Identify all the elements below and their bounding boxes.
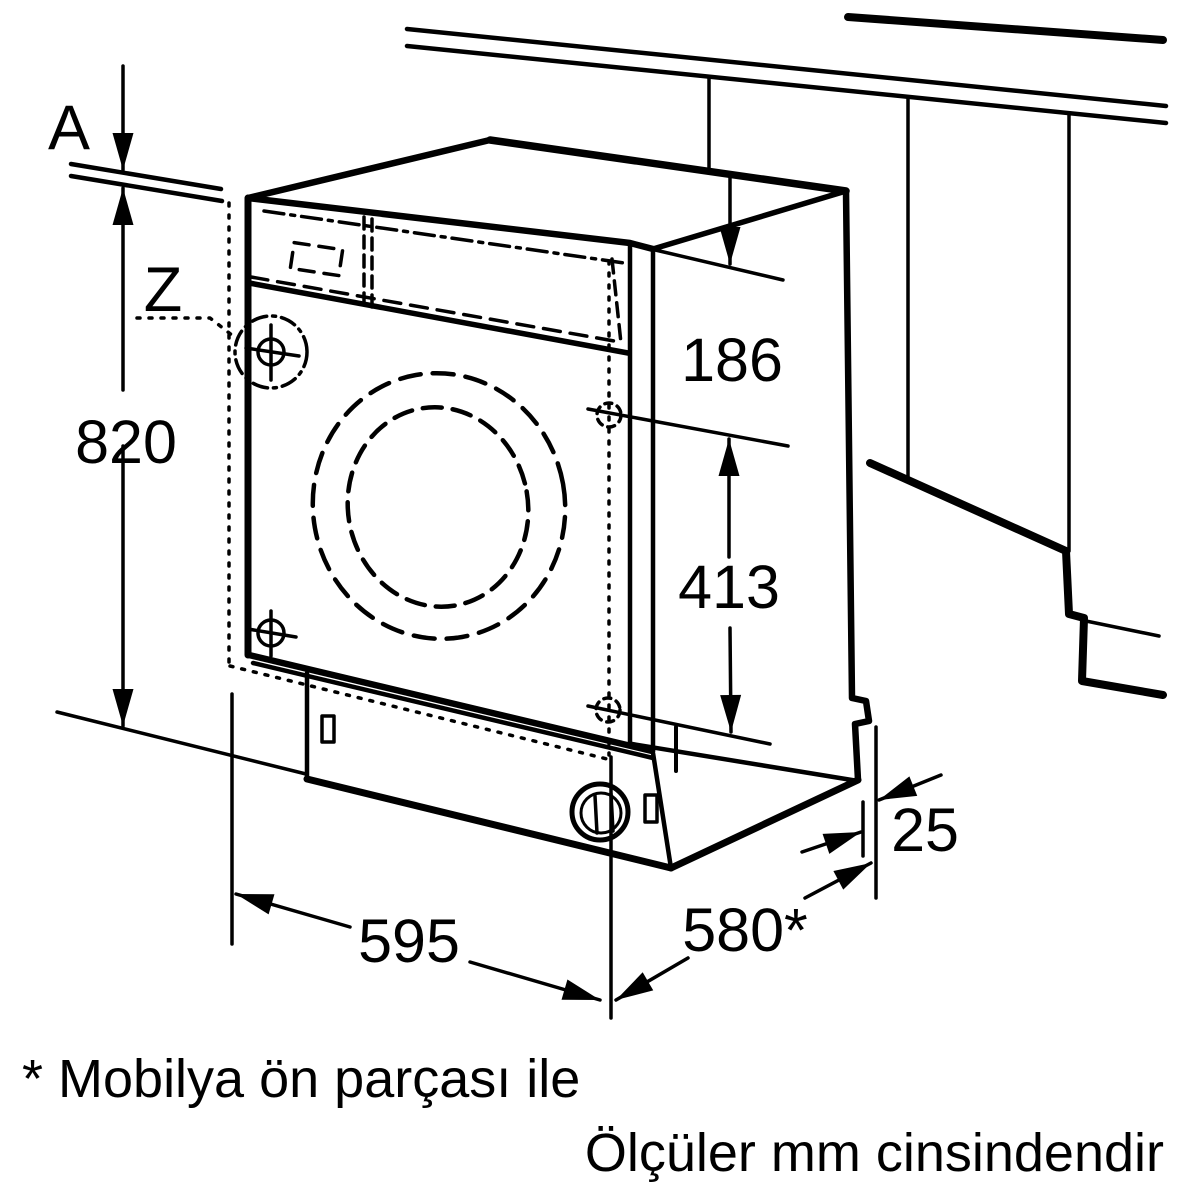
- dim-height-820: 820: [75, 186, 177, 728]
- hinge-screw-bottom-right: [594, 696, 622, 724]
- dim-a-label: A: [48, 93, 90, 163]
- detail-z-leader-dots: [135, 316, 235, 338]
- plinth-details: [320, 714, 659, 843]
- side-body-bottom-line: [629, 741, 861, 784]
- countertop-edge-bottom: [404, 43, 1169, 126]
- top-back-edge: [486, 136, 850, 195]
- footnote-text: * Mobilya ön parçası ile: [22, 1049, 580, 1109]
- dim-width-label: 595: [358, 907, 460, 975]
- control-panel-bottom-edge: [246, 280, 631, 356]
- side-top-edge: [650, 188, 849, 252]
- niche-dotted-outline: [227, 201, 609, 761]
- panel-cutout-dashed-right: [610, 257, 623, 345]
- drum-door-outline: [310, 370, 568, 642]
- washer-body-fill: [248, 140, 858, 868]
- panel-cutout-dashed-bottom: [249, 275, 622, 344]
- detail-z: Z: [135, 255, 235, 338]
- hinge-screws: [233, 314, 623, 724]
- front-bottom-second-line: [250, 660, 656, 761]
- display-window-dashed: [288, 240, 345, 278]
- cabinet-plinth-step: [866, 459, 1167, 699]
- niche-bottom-dotted: [228, 664, 609, 761]
- ref-line-lower-hinge: [586, 704, 772, 746]
- dim-top-hinge-label: 186: [681, 326, 783, 394]
- floor-line: [55, 710, 308, 776]
- front-bottom-edge: [245, 651, 656, 755]
- door-inner-dashed-circle: [345, 405, 531, 609]
- units-note-text: Ölçüler mm cinsindendir: [585, 1123, 1164, 1183]
- dim-a: A: [48, 64, 134, 172]
- countertop-left-bottom: [68, 173, 225, 204]
- detail-z-label: Z: [144, 255, 182, 325]
- dim-rear-gap-25: 25: [800, 725, 959, 900]
- cabinet-plinth-top-line: [1084, 619, 1161, 638]
- wall-line: [844, 13, 1167, 44]
- dim-depth-label: 580*: [682, 896, 808, 964]
- panel-hinge-axis-dashdot: [262, 209, 626, 265]
- dim-rear-gap-label: 25: [891, 796, 959, 864]
- filter-cap: [569, 781, 631, 843]
- door-outer-dashed-circle: [310, 370, 568, 642]
- detail-z-circle: [233, 314, 309, 390]
- rear-edge: [842, 187, 873, 784]
- dim-height-label: 820: [75, 408, 177, 476]
- base-corner-edge: [650, 750, 674, 871]
- top-left-edge: [244, 136, 494, 202]
- hinge-screw-top-left: [233, 314, 309, 390]
- dim-hinge-spacing-413: 413: [586, 407, 790, 746]
- dim-width-595: 595: [234, 892, 602, 1002]
- dim-top-hinge-186: 186: [649, 174, 785, 394]
- countertop-and-cabinet-lines: [55, 13, 1169, 776]
- hinge-screw-bottom-left: [246, 609, 298, 658]
- dim-hinge-spacing-label: 413: [678, 553, 780, 621]
- dim-depth-580: 580*: [614, 861, 873, 1002]
- washer-outline: [244, 136, 873, 872]
- ref-line-top: [649, 247, 785, 282]
- control-panel-details: [249, 209, 626, 345]
- countertop-left-top: [68, 161, 224, 192]
- plinth-slot-left: [320, 714, 336, 744]
- plinth-slot-right: [643, 793, 659, 824]
- countertop-edge-top: [404, 26, 1169, 109]
- ref-line-upper-hinge: [586, 407, 790, 448]
- side-bottom-edge: [667, 776, 862, 872]
